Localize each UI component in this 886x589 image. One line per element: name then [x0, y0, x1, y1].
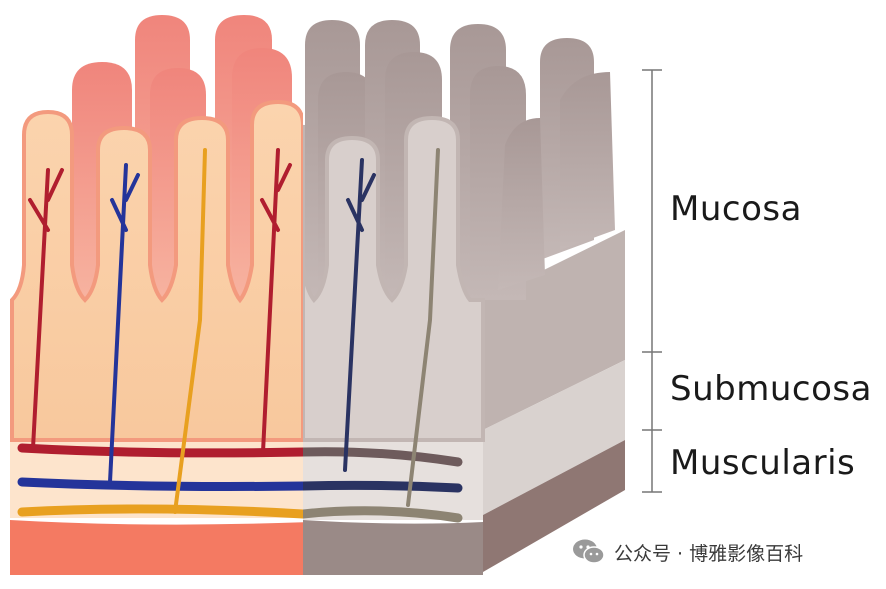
vein-vessel — [303, 480, 463, 493]
muscularis-layer-gray — [303, 520, 483, 575]
layer-bracket — [642, 69, 662, 493]
villus — [498, 118, 545, 290]
lymph-branch — [406, 148, 440, 507]
side-face-submucosa — [483, 360, 625, 515]
muscularis-layer — [10, 520, 303, 575]
front-villi — [10, 99, 303, 442]
blood-vessels — [17, 148, 303, 519]
lymph-vessel — [17, 504, 303, 519]
vein-vessel — [17, 477, 303, 491]
submucosa-label: Submucosa — [670, 369, 872, 409]
blood-vessels-gray — [303, 148, 463, 523]
artery-branch — [28, 168, 64, 450]
artery-vessel — [17, 443, 303, 458]
colored-section — [10, 15, 303, 575]
mucosa-label: Mucosa — [670, 189, 802, 229]
lymph-branch — [173, 148, 207, 514]
lymph-vessel — [303, 506, 463, 523]
watermark-text: 公众号 · 博雅影像百科 — [614, 542, 804, 565]
vein-branch — [108, 163, 140, 484]
grayscale-section — [303, 0, 633, 589]
watermark: 公众号 · 博雅影像百科 — [572, 538, 803, 566]
muscularis-label: Muscularis — [670, 443, 856, 483]
villus — [560, 72, 615, 250]
villus — [10, 99, 303, 442]
artery-vessel — [303, 447, 463, 467]
side-face-muscularis — [483, 440, 625, 572]
wechat-icon — [573, 539, 605, 564]
side-face-mucosa — [483, 230, 625, 430]
artery-branch — [260, 148, 292, 454]
vein-branch — [343, 158, 376, 472]
